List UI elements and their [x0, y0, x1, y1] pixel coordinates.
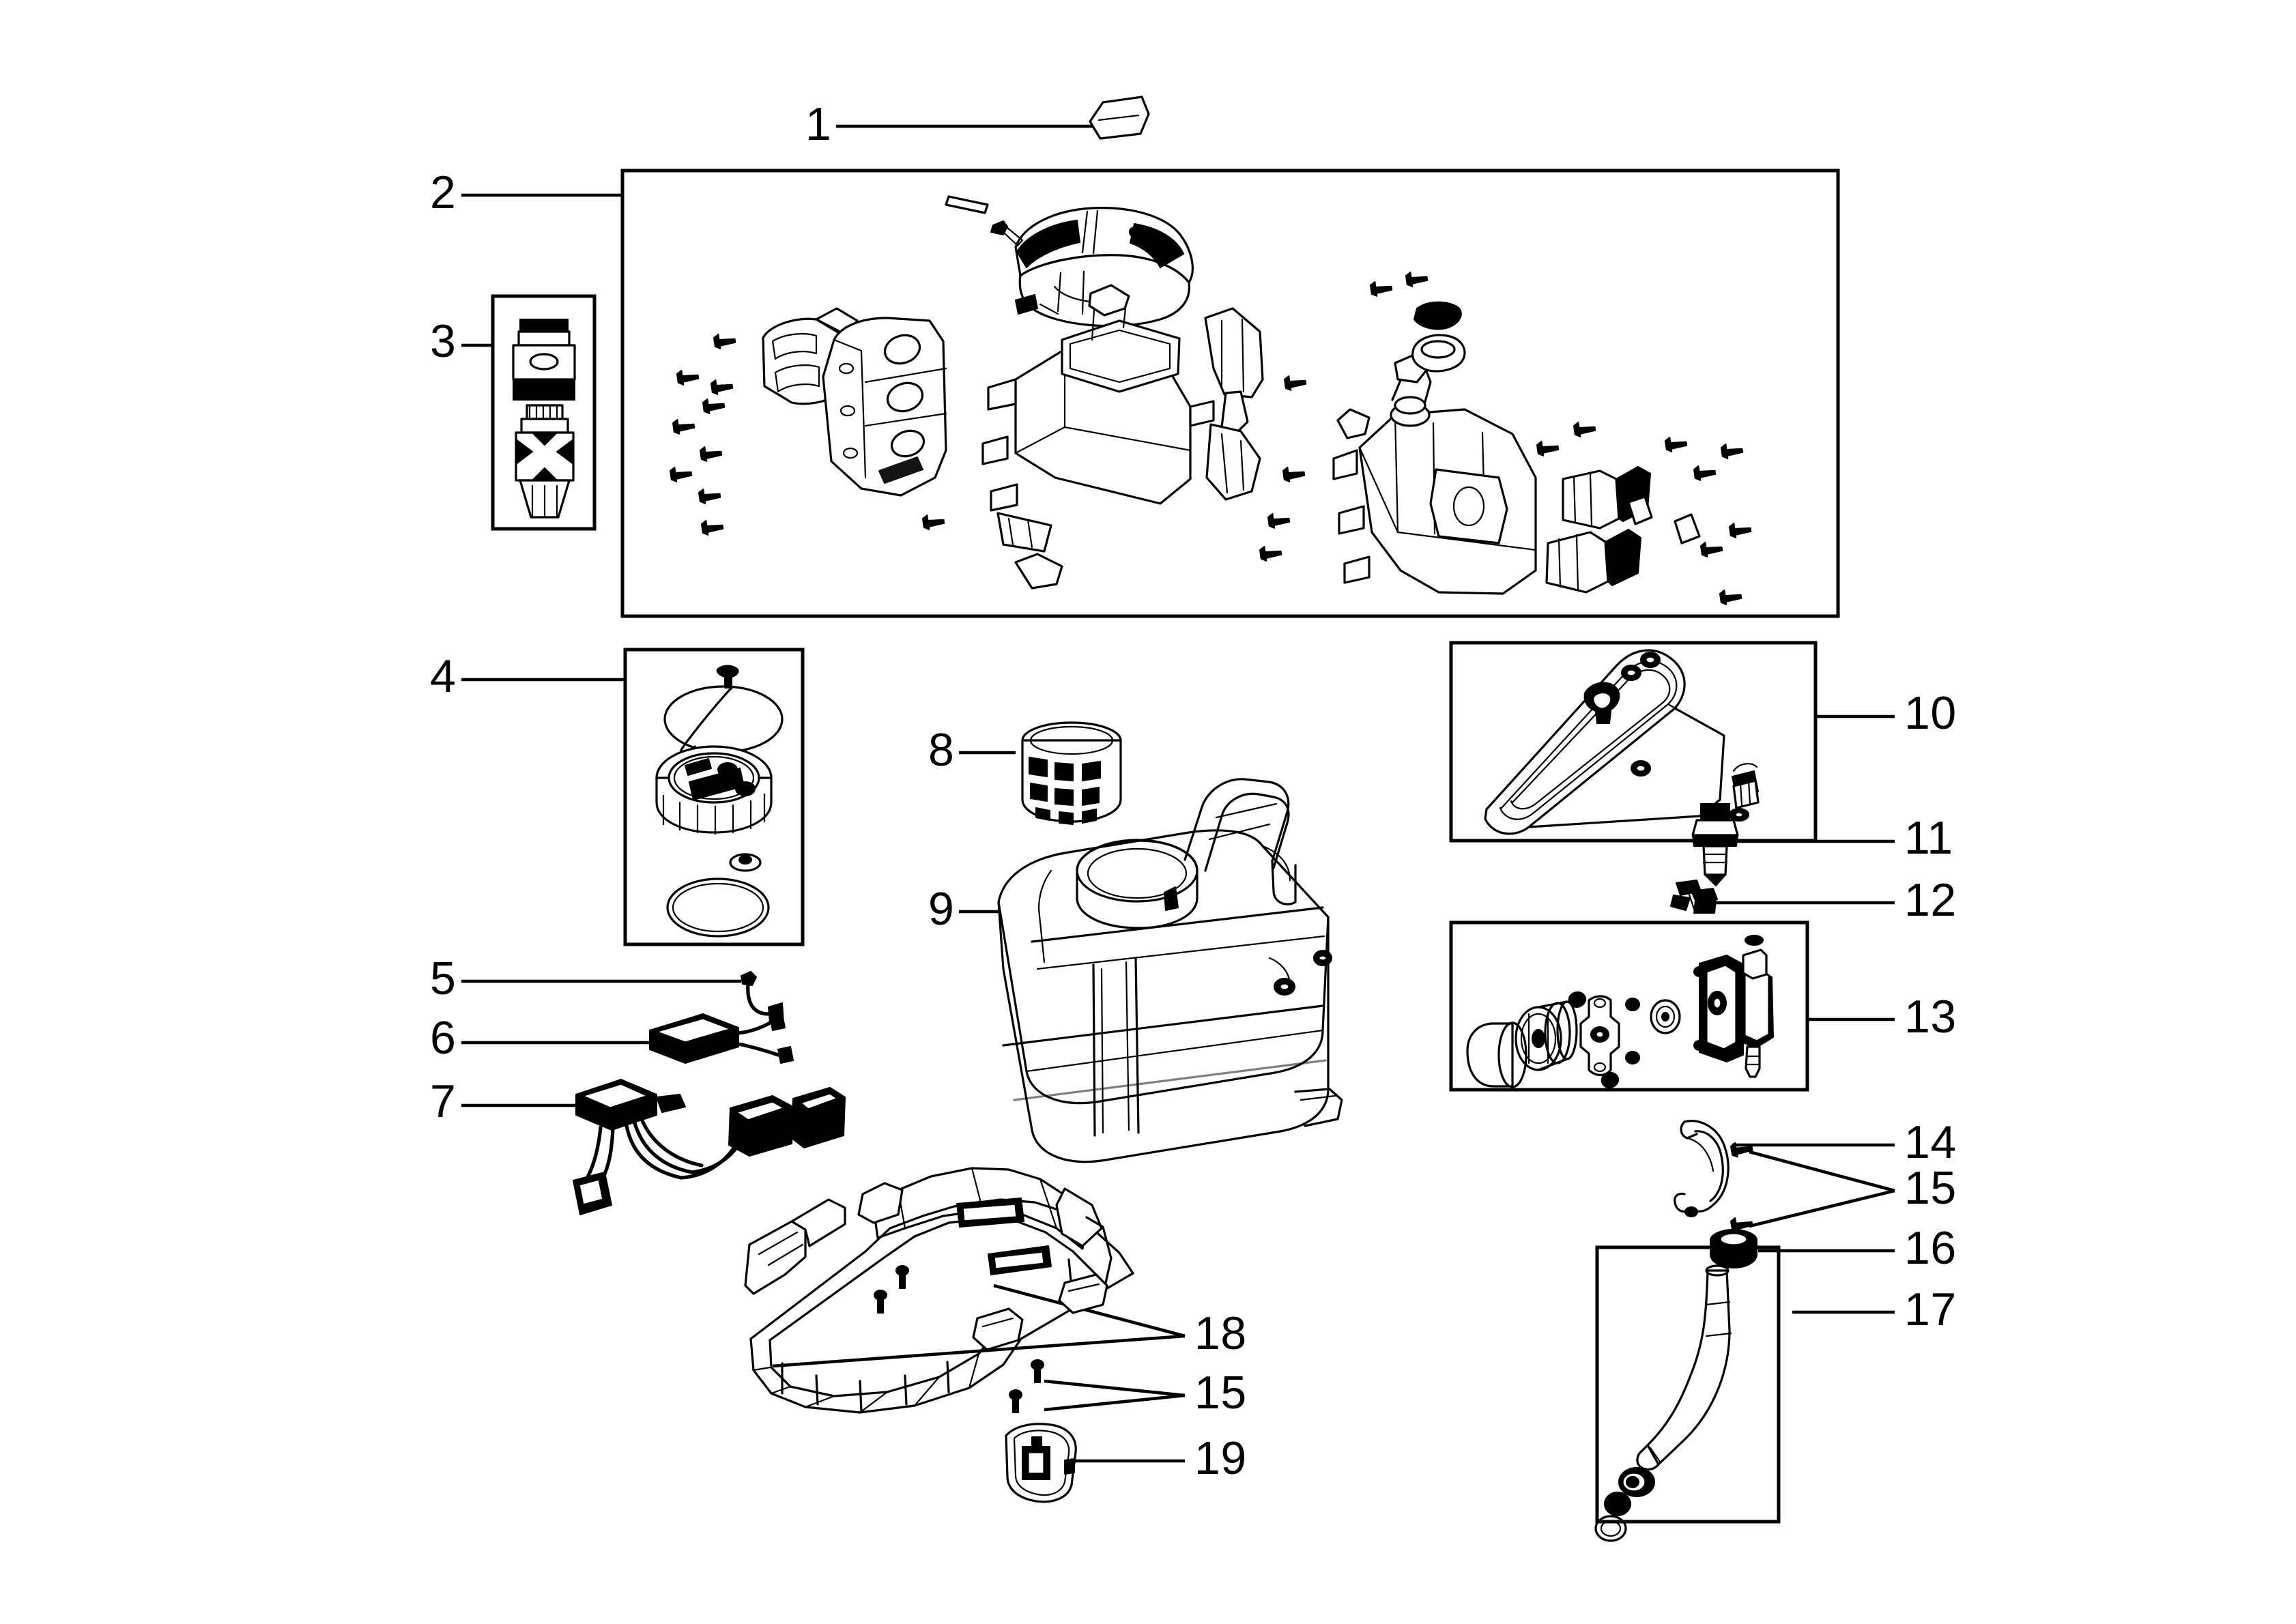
callout-number-11[interactable]: 11: [1904, 812, 1953, 864]
leader-lines: [461, 124, 1895, 1463]
part-suction-tube: [1594, 1264, 1732, 1542]
callout-number-19[interactable]: 19: [1194, 1432, 1247, 1484]
assembly-group-2: [669, 195, 1753, 606]
callout-number-9[interactable]: 9: [928, 883, 955, 935]
screw-pair-bottom: [1009, 1359, 1044, 1413]
group-box-3: [491, 294, 597, 531]
part-base-frame: [744, 1167, 1134, 1414]
group-box-2: [620, 169, 1840, 618]
chassis-frame: [1332, 353, 1537, 595]
hose-end-fitting: [1583, 682, 1620, 724]
callout-number-13[interactable]: 13: [1904, 991, 1957, 1043]
part-grommet: [1710, 1229, 1757, 1268]
end-caps-and-clips: [1259, 269, 1753, 606]
callout-number-4[interactable]: 4: [430, 650, 457, 702]
callout-number-8[interactable]: 8: [928, 724, 955, 776]
handle-bracket: [1015, 294, 1264, 501]
part-control-module: [649, 1013, 794, 1064]
screw-pair-right: [1730, 1139, 1754, 1234]
motor-housing: [981, 284, 1215, 590]
callout-number-1[interactable]: 1: [805, 98, 832, 150]
fuel-cap-assembly: [655, 665, 784, 938]
part-spray-nozzle: [515, 404, 575, 519]
callout-number-2[interactable]: 2: [430, 166, 457, 218]
group-box-13: [1449, 920, 1809, 1092]
part-switch-cover: [1005, 1423, 1077, 1503]
part-pump-assembly: [1466, 935, 1774, 1088]
part-fuel-tank: [997, 778, 1343, 1163]
callout-number-10[interactable]: 10: [1904, 687, 1957, 739]
fuel-fitting: [1411, 301, 1466, 373]
swivel-nut: [1729, 763, 1760, 822]
callout-number-5[interactable]: 5: [430, 953, 457, 1004]
callout-number-6[interactable]: 6: [430, 1012, 457, 1064]
callout-number-12[interactable]: 12: [1904, 874, 1957, 926]
group-box-10: [1449, 641, 1818, 843]
part-filter-screen: [1021, 721, 1122, 825]
part-retaining-clip: [1670, 880, 1718, 914]
screw-pair-frame: [874, 1265, 909, 1314]
side-panel-assembly: [762, 307, 947, 497]
group-box-17: [1595, 1245, 1781, 1524]
ball-check-and-seals: [1594, 1467, 1655, 1542]
part-high-pressure-hose: [1484, 649, 1760, 835]
callout-number-15[interactable]: 15: [1904, 1162, 1957, 1214]
callout-number-16[interactable]: 16: [1904, 1222, 1957, 1274]
part-hose-clamp-bracket: [1674, 1120, 1730, 1217]
callout-number-3[interactable]: 3: [430, 315, 457, 367]
dewalt-fuel-cap: [655, 745, 773, 835]
callout-number-15-bottom[interactable]: 15: [1194, 1367, 1247, 1419]
cover-rod-parts: [945, 195, 1024, 247]
callout-number-7[interactable]: 7: [430, 1075, 457, 1127]
part-hose-coupler: [512, 318, 576, 401]
group-box-4: [623, 648, 805, 946]
callout-number-14[interactable]: 14: [1904, 1116, 1957, 1168]
part-quick-connect-fitting: [1691, 803, 1739, 886]
callout-number-17[interactable]: 17: [1904, 1284, 1957, 1335]
part-wiring-harness: [573, 1079, 846, 1215]
part-decal-label: [1089, 96, 1150, 140]
callout-number-18[interactable]: 18: [1194, 1307, 1247, 1359]
